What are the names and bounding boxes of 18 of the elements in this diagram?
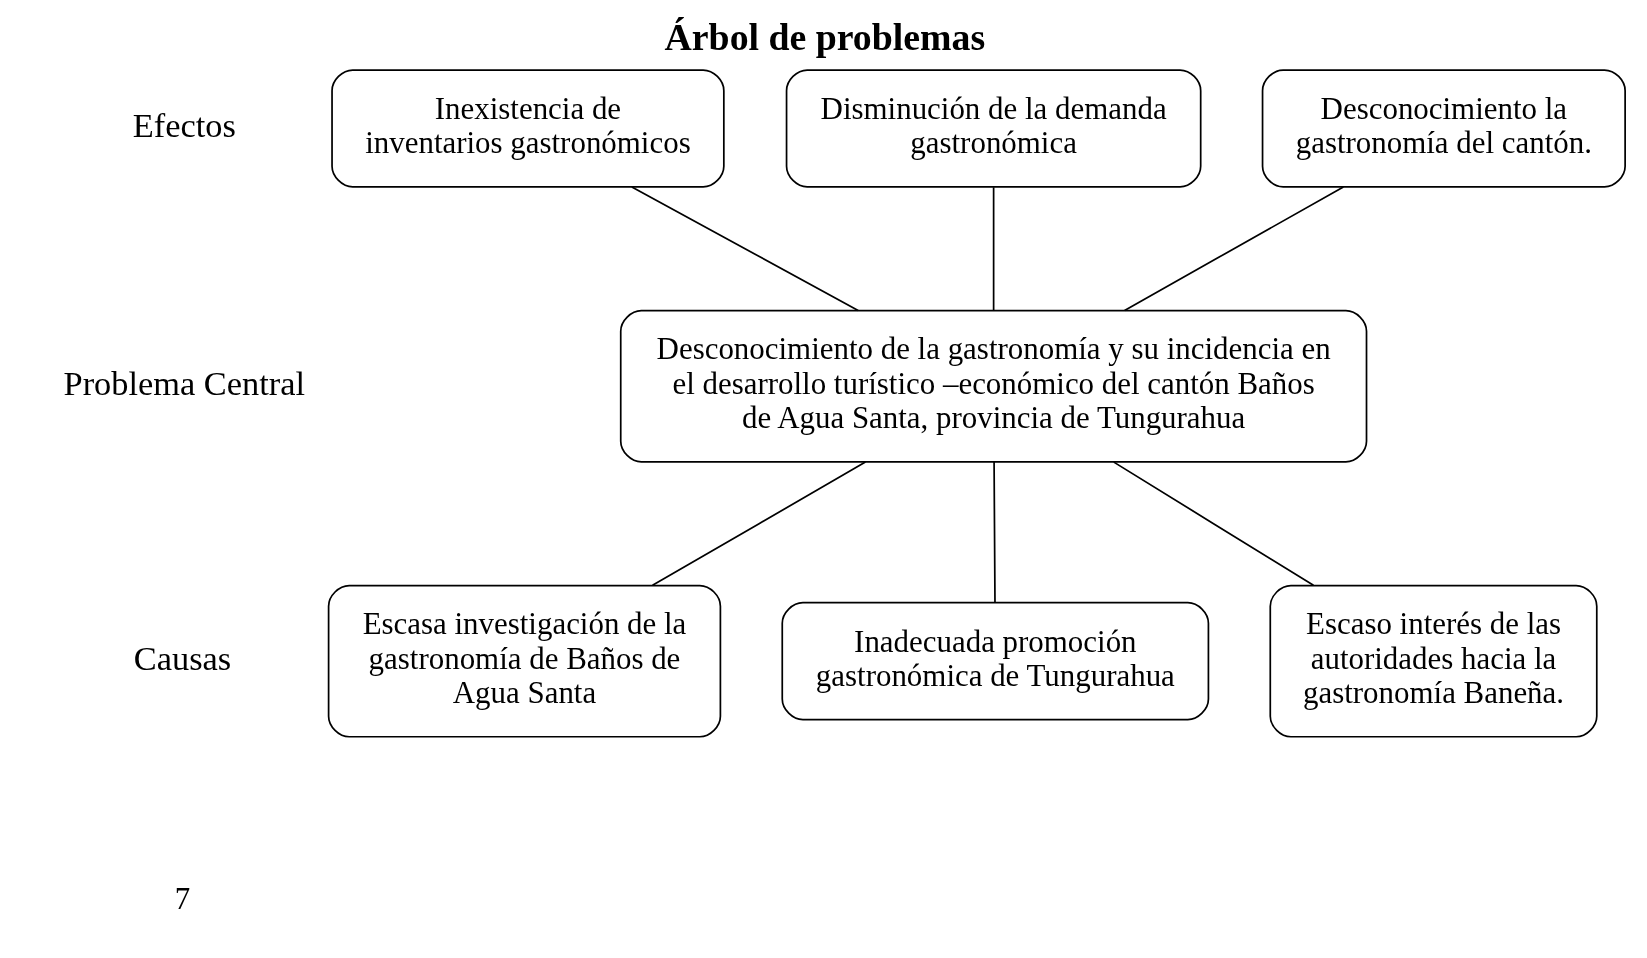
node-box: Disminución de la demanda gastronómica [785,69,1202,188]
node-box: Inadecuada promoción gastronómica de Tungurahua [781,601,1210,721]
connector [993,461,996,604]
connector [1123,186,1345,312]
node-box: Inexistencia de inventarios gastronómicos [331,69,725,188]
label: Causas [133,638,232,677]
connector [651,461,867,587]
node-box: Desconocimiento de la gastronomía y su incidencia en el desarrollo turístico –económico del cantón Baños de Agua Santa, provincia de Tungurahua [619,309,1368,463]
label: Efectos [132,106,236,145]
label: 7 [174,881,191,917]
connector [1112,461,1315,587]
connector [992,186,995,312]
connector [631,186,859,312]
node-box: Desconocimiento la gastronomía del cantón. [1261,69,1626,188]
diagram-title: Árbol de problemas [664,16,986,59]
label: Problema Central [63,363,305,402]
node-box: Escaso interés de las autoridades hacia la gastronomía Baneña. [1269,584,1598,738]
node-box: Escasa investigación de la gastronomía de Baños de Agua Santa [327,584,722,738]
